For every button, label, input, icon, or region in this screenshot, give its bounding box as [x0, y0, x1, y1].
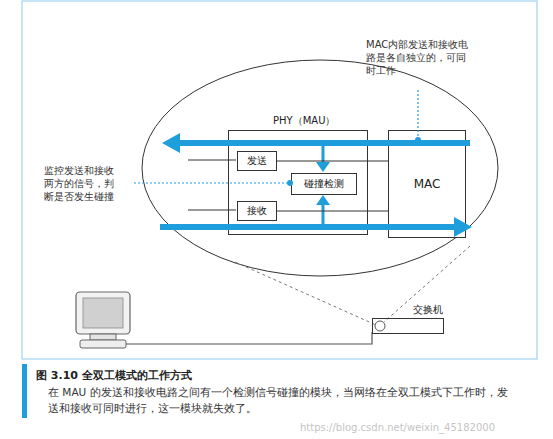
wire-connector: [277, 161, 388, 162]
send-flow-arrow: [162, 133, 470, 153]
watermark: https://blog.csdn.net/weixin_45182000: [300, 421, 550, 434]
figure-title: 图 3.10 全双工模式的工作方式: [36, 368, 192, 383]
wire-connector: [277, 161, 388, 162]
box-label: 发送: [247, 155, 267, 167]
receive-box: 接收: [237, 201, 277, 221]
wire-connector: [277, 211, 388, 212]
figure-frame: [22, 1, 537, 359]
collision-detect-box: 碰撞检测: [291, 173, 357, 195]
callout-note: 监控发送和接收两方的信号，判断是否发生碰撞: [44, 164, 118, 203]
zoom-guide: [384, 246, 470, 322]
callout-leader: [134, 180, 293, 186]
connector-group: [277, 161, 388, 211]
monitor-arrow: [316, 146, 330, 172]
box-heading: PHY（MAU）: [273, 115, 335, 127]
box-label: 碰撞检测: [304, 178, 344, 190]
box-heading: 交换机: [413, 304, 443, 316]
callout-leader: [415, 90, 421, 143]
mac-box: MAC: [388, 130, 466, 238]
zoom-ellipse: [142, 60, 498, 276]
box-label: 接收: [247, 205, 267, 217]
phy-box: PHY（MAU）发送碰撞检测接收: [228, 130, 368, 235]
zoom-guide: [235, 262, 376, 325]
monitor-arrow: [316, 195, 330, 224]
network-cable: [126, 332, 372, 344]
caption-bar: [22, 364, 27, 418]
port-circle: [375, 321, 385, 331]
receive-flow-arrow: [160, 217, 472, 237]
switch-box: 交换机: [372, 318, 444, 334]
send-box: 发送: [237, 151, 277, 171]
computer-icon: [76, 292, 130, 348]
figure-caption: 在 MAU 的发送和接收电路之间有一个检测信号碰撞的模块，当网络在全双工模式下工…: [48, 384, 518, 416]
box-label: MAC: [414, 178, 441, 190]
callout-note: MAC内部发送和接收电路是各自独立的，可同时工作: [366, 38, 470, 77]
wire-connector: [277, 211, 388, 212]
